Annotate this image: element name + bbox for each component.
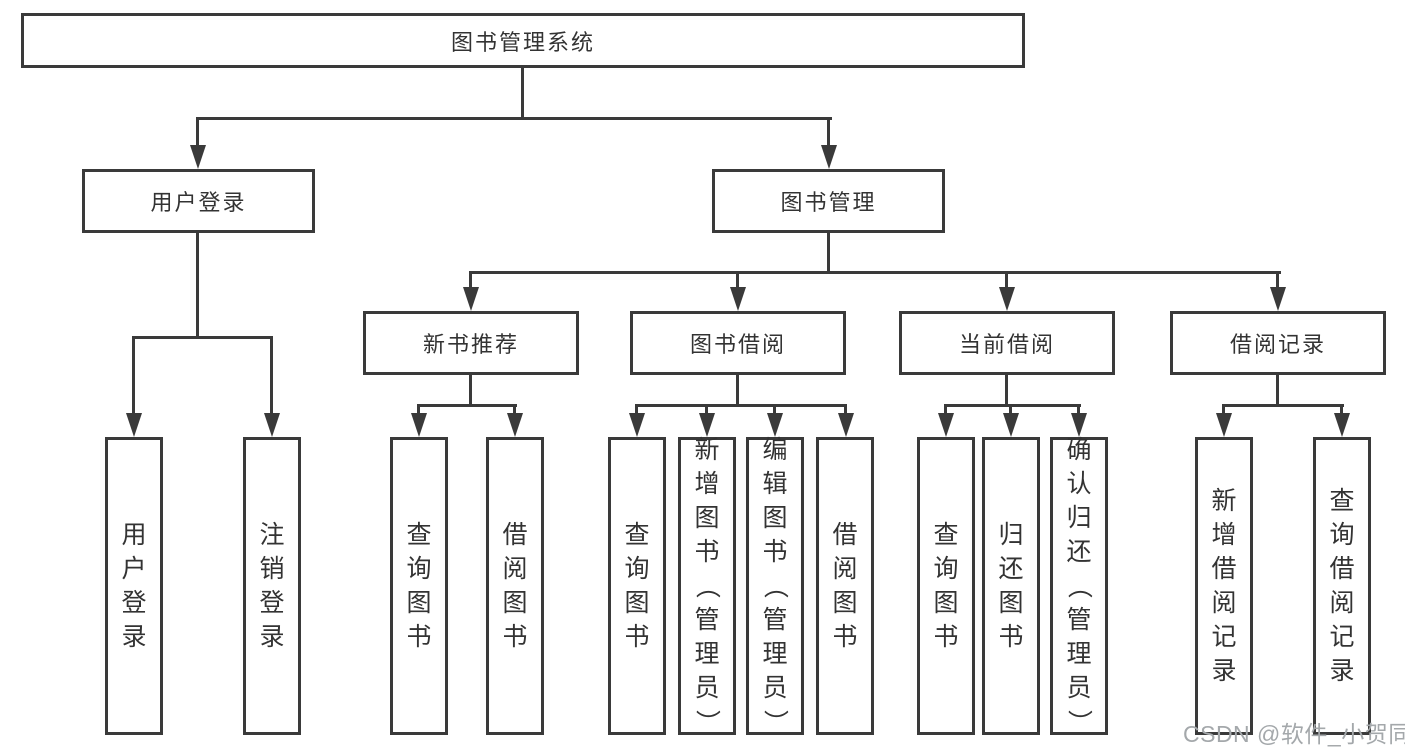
connector-current-trunk xyxy=(1005,375,1008,407)
leaf-node-label: 借阅图书 xyxy=(832,521,858,651)
leaf-node-edit-books-admin: 编辑图书（管理员） xyxy=(746,436,804,735)
leaf-node-borrow-books: 借阅图书 xyxy=(816,437,874,735)
connector-stem-query-books-recommend xyxy=(417,404,420,416)
connector-recommend-bus xyxy=(417,404,517,407)
leaf-node-user-login: 用户登录 xyxy=(105,437,163,735)
connector-stem-return-books xyxy=(1009,404,1012,416)
leaf-node-label: 注销登录 xyxy=(259,521,285,651)
connector-stem-leaf-logout xyxy=(270,336,273,416)
leaf-node-label: 查询图书 xyxy=(406,521,432,651)
leaf-node-label: 编辑图书（管理员） xyxy=(761,436,789,735)
category-node-label: 新书推荐 xyxy=(422,332,519,357)
arrowhead-confirm-return-admin xyxy=(1071,413,1087,437)
arrowhead-leaf-user-login xyxy=(126,413,142,437)
leaf-node-label: 归还图书 xyxy=(998,521,1024,651)
connector-stem-confirm-return-admin xyxy=(1077,404,1080,416)
arrowhead-add-borrow-record xyxy=(1216,413,1232,437)
leaf-node-query-books-borrow: 查询图书 xyxy=(608,437,666,735)
category-node-book-borrowing: 图书借阅 xyxy=(630,311,846,375)
connector-recommend-trunk xyxy=(469,375,472,407)
arrowhead-borrow-books-recommend xyxy=(507,413,523,437)
branch-node-book-management: 图书管理 xyxy=(712,169,945,233)
leaf-node-query-borrow-record: 查询借阅记录 xyxy=(1313,437,1371,735)
root-node-library-system: 图书管理系统 xyxy=(21,13,1025,68)
leaf-node-label: 新增图书（管理员） xyxy=(693,436,721,735)
connector-stem-leaf-user-login xyxy=(132,336,135,416)
branch-node-label: 图书管理 xyxy=(780,190,877,215)
arrowhead-current-borrowing xyxy=(999,287,1015,311)
connector-user-login-bus xyxy=(132,336,273,339)
leaf-node-logout: 注销登录 xyxy=(243,437,301,735)
leaf-node-label: 用户登录 xyxy=(121,521,147,651)
arrowhead-query-borrow-record xyxy=(1334,413,1350,437)
connector-stem-edit-books-admin xyxy=(773,404,776,416)
branch-node-user-login: 用户登录 xyxy=(82,169,315,233)
arrowhead-borrowing-records xyxy=(1270,287,1286,311)
connector-stem-new-book-recommend xyxy=(469,271,472,289)
leaf-node-return-books: 归还图书 xyxy=(982,437,1040,735)
connector-book-management-trunk xyxy=(827,233,830,274)
connector-stem-borrowing-records xyxy=(1276,271,1279,289)
leaf-node-borrow-books-recommend: 借阅图书 xyxy=(486,437,544,735)
connector-stem-book-borrowing xyxy=(736,271,739,289)
arrowhead-query-books-current xyxy=(938,413,954,437)
arrowhead-return-books xyxy=(1003,413,1019,437)
connector-stem-borrow-books-recommend xyxy=(513,404,516,416)
arrowhead-add-books-admin xyxy=(699,413,715,437)
leaf-node-query-books-current: 查询图书 xyxy=(917,437,975,735)
connector-user-login-trunk xyxy=(196,233,199,339)
connector-stem-query-borrow-record xyxy=(1340,404,1343,416)
connector-stem-query-books-borrow xyxy=(635,404,638,416)
connector-records-bus xyxy=(1222,404,1344,407)
arrowhead-leaf-logout xyxy=(264,413,280,437)
arrowhead-user-login xyxy=(190,145,206,169)
arrowhead-borrow-books xyxy=(838,413,854,437)
category-node-label: 当前借阅 xyxy=(958,332,1055,357)
connector-borrowing-trunk xyxy=(736,375,739,407)
connector-stem-user-login xyxy=(196,117,199,149)
connector-stem-add-books-admin xyxy=(705,404,708,416)
arrowhead-new-book-recommend xyxy=(463,287,479,311)
connector-stem-current-borrowing xyxy=(1005,271,1008,289)
leaf-node-confirm-return-admin: 确认归还（管理员） xyxy=(1050,436,1108,735)
leaf-node-label: 确认归还（管理员） xyxy=(1065,436,1093,735)
connector-borrowing-bus xyxy=(635,404,847,407)
leaf-node-label: 借阅图书 xyxy=(502,521,528,651)
arrowhead-book-management xyxy=(821,145,837,169)
connector-level2-bus xyxy=(196,117,832,120)
arrowhead-query-books-recommend xyxy=(411,413,427,437)
connector-level3-bus xyxy=(469,271,1281,274)
arrowhead-query-books-borrow xyxy=(629,413,645,437)
category-node-current-borrowing: 当前借阅 xyxy=(899,311,1115,375)
arrowhead-edit-books-admin xyxy=(767,413,783,437)
category-node-label: 图书借阅 xyxy=(689,332,786,357)
connector-stem-add-borrow-record xyxy=(1222,404,1225,416)
arrowhead-book-borrowing xyxy=(730,287,746,311)
leaf-node-add-borrow-record: 新增借阅记录 xyxy=(1195,437,1253,735)
leaf-node-label: 查询图书 xyxy=(624,521,650,651)
branch-node-label: 用户登录 xyxy=(150,190,247,215)
connector-records-trunk xyxy=(1276,375,1279,407)
connector-stem-query-books-current xyxy=(944,404,947,416)
root-node-label: 图书管理系统 xyxy=(450,29,595,55)
leaf-node-add-books-admin: 新增图书（管理员） xyxy=(678,436,736,735)
watermark: CSDN @软件_小贺同学 xyxy=(1183,721,1405,747)
connector-current-bus xyxy=(944,404,1081,407)
leaf-node-label: 新增借阅记录 xyxy=(1211,487,1237,685)
leaf-node-label: 查询借阅记录 xyxy=(1329,487,1355,685)
category-node-borrowing-records: 借阅记录 xyxy=(1170,311,1386,375)
leaf-node-query-books-recommend: 查询图书 xyxy=(390,437,448,735)
connector-stem-borrow-books xyxy=(844,404,847,416)
connector-root-trunk xyxy=(521,68,524,120)
connector-stem-book-management xyxy=(827,117,830,149)
category-node-new-book-recommend: 新书推荐 xyxy=(363,311,579,375)
category-node-label: 借阅记录 xyxy=(1229,332,1326,357)
leaf-node-label: 查询图书 xyxy=(933,521,959,651)
